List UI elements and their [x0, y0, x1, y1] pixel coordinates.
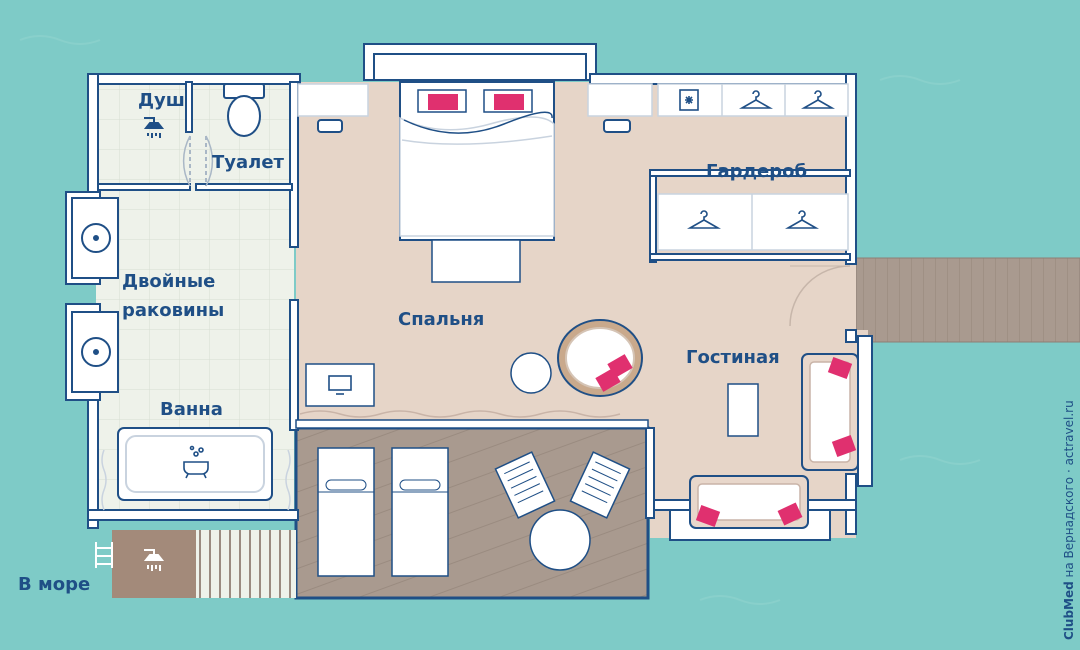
- sink-lower: [71, 311, 119, 393]
- bathtub: [117, 427, 273, 501]
- hanger-icon: [784, 210, 820, 229]
- round-table: [510, 352, 552, 394]
- wardrobe-lower: [657, 193, 849, 251]
- lamp-left: [317, 119, 343, 133]
- hanger-icon: [800, 90, 836, 109]
- glass-wall: [295, 410, 649, 429]
- room-label-living: Гостиная: [686, 347, 780, 368]
- bench: [431, 239, 521, 283]
- deck-chair: [494, 451, 556, 519]
- lamp-right: [603, 119, 631, 133]
- room-label-sinks-line1: Двойные: [122, 271, 216, 292]
- credit-text: на Вернадского · actravel.ru: [1062, 400, 1076, 582]
- toilet-fixture: [223, 83, 265, 137]
- room-label-wardrobe: Гардероб: [706, 161, 808, 182]
- tv-desk: [305, 363, 375, 407]
- shower-icon: [143, 117, 165, 138]
- hanger-icon: [686, 210, 722, 229]
- room-label-sinks-line2: раковины: [122, 300, 225, 321]
- credit-watermark: ClubMed на Вернадского · actravel.ru: [1062, 400, 1076, 640]
- papasan-chair: [557, 319, 643, 397]
- room-label-bath: Ванна: [160, 399, 223, 420]
- terrace-table: [529, 509, 591, 571]
- sofa-right: [801, 353, 859, 471]
- room-label-to-sea: В море: [18, 574, 91, 595]
- coffee-table: [727, 383, 759, 437]
- outdoor-shower-deck: [112, 530, 196, 598]
- safe-icon: [679, 89, 699, 111]
- bed-pillows: [417, 89, 533, 113]
- deck-chair: [569, 451, 631, 519]
- room-label-shower: Душ: [138, 90, 185, 111]
- sun-lounger: [391, 447, 449, 577]
- room-label-toilet: Туалет: [212, 152, 284, 173]
- water: [19, 35, 981, 605]
- sink-upper: [71, 197, 119, 279]
- ladder-icon: [95, 542, 113, 568]
- sofa-bottom: [689, 475, 809, 529]
- bathtub-icon: [183, 445, 209, 479]
- outdoor-shower-icon: [143, 549, 165, 571]
- tv-icon: [328, 375, 352, 395]
- door-swing: [789, 265, 851, 327]
- nightstand-left: [297, 83, 369, 117]
- nightstand-right: [587, 83, 653, 117]
- bath-curtain: [101, 449, 291, 511]
- sun-lounger: [317, 447, 375, 577]
- room-label-bedroom: Спальня: [398, 309, 485, 330]
- pier: [856, 258, 1080, 342]
- credit-brand: ClubMed: [1062, 581, 1076, 640]
- hanger-icon: [738, 90, 774, 109]
